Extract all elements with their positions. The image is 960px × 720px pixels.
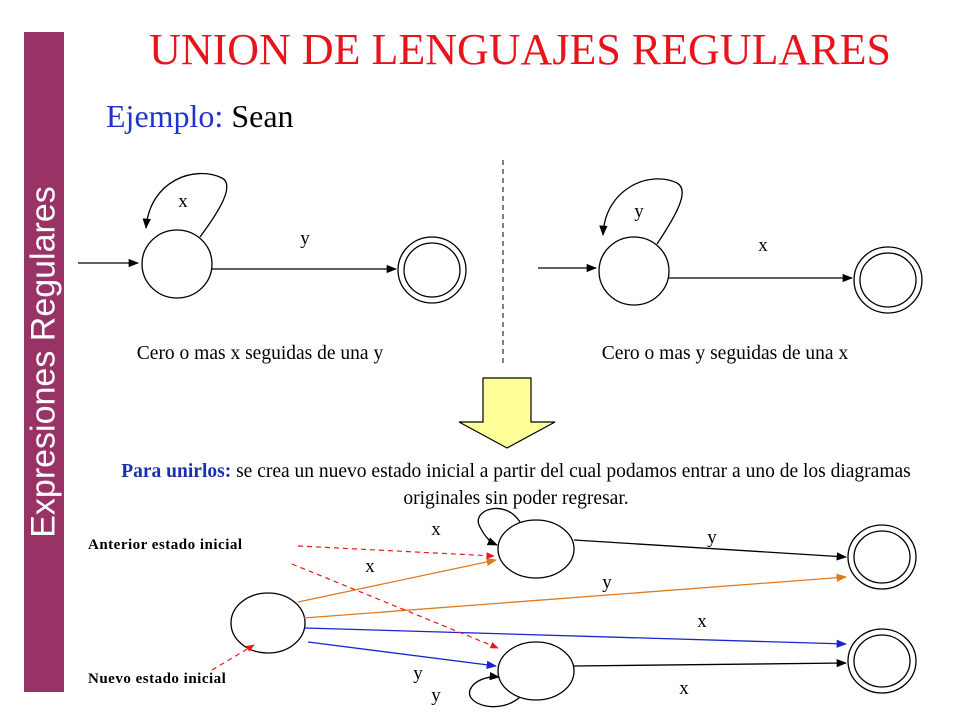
union-new-to-top-edge [297, 557, 498, 603]
left-loop-label: x [178, 191, 188, 212]
union-bottom-final-outer [847, 628, 917, 694]
left-automaton: x y Cero o mas x seguidas de una y [78, 172, 467, 364]
union-new-to-topfinal-label: y [602, 572, 612, 593]
subtitle-label: Ejemplo: [106, 98, 224, 134]
new-initial-pointer [211, 644, 255, 671]
right-initial-state [598, 236, 670, 306]
right-automaton: y x Cero o mas y seguidas de una x [538, 178, 923, 364]
label-prev-initial: Anterior estado inicial [88, 537, 243, 553]
union-top-edge-label: y [707, 527, 717, 548]
left-edge-label: y [300, 228, 310, 249]
right-loop-label: y [634, 201, 644, 222]
union-new-to-topfinal-edge [303, 573, 848, 619]
union-new-to-bottomfinal-label: x [697, 611, 707, 632]
prev-initial-pointer-bottom [291, 563, 499, 649]
union-automaton: x y y x x y x y Anterior estado inicial … [88, 507, 917, 708]
explanation-bold: Para unirlos: [121, 461, 232, 482]
union-bottom-transition [573, 658, 848, 668]
union-bottom-state [497, 641, 575, 701]
union-bottom-loop-label: y [431, 685, 441, 706]
prev-initial-pointer-top [297, 545, 495, 559]
right-edge-label: x [758, 235, 768, 256]
down-arrow [458, 377, 556, 449]
sidebar-bar [24, 32, 64, 692]
union-new-to-top-label: x [365, 556, 375, 577]
subtitle-word: Sean [231, 98, 294, 134]
left-final-state-outer [397, 236, 467, 304]
right-caption: Cero o mas y seguidas de una x [602, 343, 849, 364]
union-top-final-outer [847, 524, 917, 590]
left-loop [142, 172, 228, 238]
explanation-text: Para unirlos: se crea un nuevo estado in… [96, 458, 936, 512]
subtitle: Ejemplo: Sean [106, 98, 294, 135]
union-top-loop-label: x [431, 519, 441, 540]
right-loop [599, 178, 683, 245]
union-top-final-inner [853, 530, 911, 584]
right-final-state-inner [859, 252, 917, 308]
union-new-to-bottom-label: y [413, 663, 423, 684]
page-title: UNION DE LENGUAJES REGULARES [149, 25, 891, 74]
left-caption: Cero o mas x seguidas de una y [137, 343, 384, 364]
union-top-state [497, 519, 575, 579]
explanation-body: se crea un nuevo estado inicial a partir… [236, 461, 911, 509]
union-top-transition [573, 539, 848, 561]
union-top-loop [477, 507, 521, 546]
union-new-to-bottom-edge [307, 641, 498, 669]
union-new-initial-state [230, 592, 306, 654]
label-new-initial: Nuevo estado inicial [88, 671, 226, 687]
union-bottom-loop [469, 672, 521, 708]
union-bottom-edge-label: x [679, 678, 689, 699]
union-bottom-final-inner [853, 634, 911, 688]
right-final-state-outer [853, 246, 923, 314]
left-final-state-inner [403, 242, 461, 298]
left-initial-state [141, 229, 213, 299]
union-new-to-bottomfinal-edge [304, 627, 848, 648]
